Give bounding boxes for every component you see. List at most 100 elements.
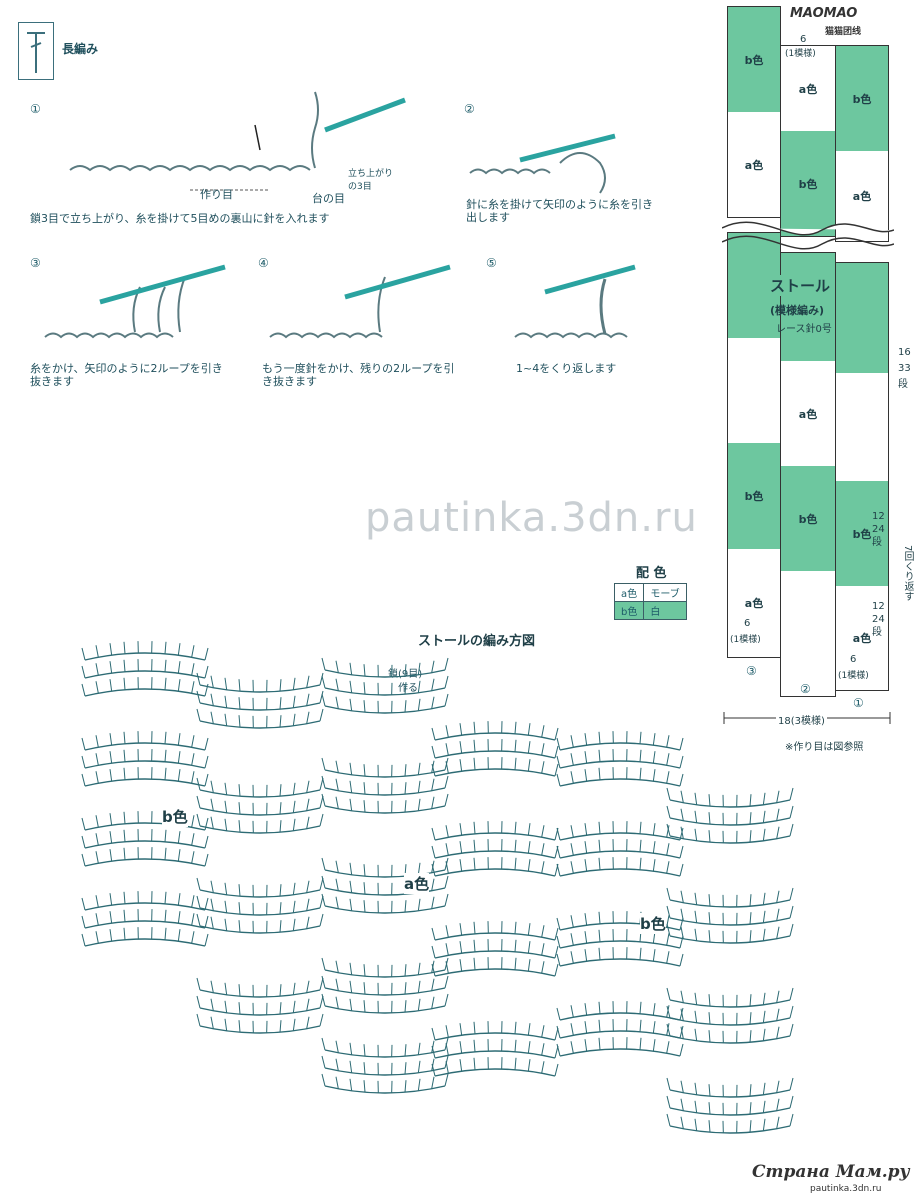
stitch-mark [417, 980, 421, 993]
color-block: a色 [781, 46, 835, 131]
segment-unit: 段 [872, 627, 882, 638]
stitch-mark [473, 857, 476, 870]
color-block: a色 [781, 361, 835, 466]
step5-illustration [514, 264, 636, 339]
stitch-mark [431, 845, 436, 859]
stitch-mark [762, 1118, 766, 1131]
stitch-mark [95, 663, 99, 676]
stitch-mark [694, 792, 698, 805]
stitch-mark [527, 959, 531, 972]
stitch-mark [204, 755, 209, 769]
stitch-mark [680, 826, 684, 839]
stitch-mark [584, 1021, 588, 1034]
stitch-mark [177, 911, 181, 924]
stitch-mark [514, 721, 517, 734]
stitch-mark [109, 831, 113, 844]
stitch-mark [164, 847, 167, 860]
stitch-mark [306, 711, 310, 724]
stitch-mark [109, 661, 113, 674]
fan-arc [559, 922, 681, 931]
stitch-mark [776, 1026, 780, 1039]
stitch-mark [431, 1045, 436, 1059]
stitch-mark [95, 681, 99, 694]
stitch-mark [204, 665, 209, 679]
fan-motif [431, 921, 559, 977]
stitch-mark [123, 909, 126, 922]
stitch-mark [459, 1023, 463, 1036]
stitch-mark [196, 813, 201, 827]
stitch-mark [431, 1076, 435, 1089]
stitch-mark [279, 820, 282, 833]
stitch-mark [224, 982, 228, 995]
stitch-mark [319, 708, 324, 722]
stitch-mark [238, 784, 241, 797]
stitch-mark [321, 975, 326, 989]
stitch-mark [554, 727, 559, 741]
break-wave [722, 221, 894, 250]
stitch-mark [210, 1016, 214, 1029]
fan-arc [669, 935, 791, 944]
stitch-mark [666, 735, 670, 748]
stitch-mark [694, 810, 698, 823]
fan-arc [434, 750, 556, 759]
chain-note: 作る [398, 683, 418, 694]
step2-illustration [469, 133, 616, 194]
stitch-mark [652, 859, 656, 872]
stitch-mark [292, 818, 296, 831]
stitch-mark [445, 1061, 449, 1074]
stitch-mark [749, 1120, 752, 1133]
stitch-mark [164, 641, 167, 654]
stitch-mark [363, 982, 366, 995]
stitch-mark [321, 857, 326, 871]
stitch-mark [292, 1000, 296, 1013]
stitch-mark [639, 767, 642, 780]
side-total-unit: 段 [898, 379, 908, 390]
stitch-mark [363, 882, 366, 895]
stitch-mark [210, 916, 214, 929]
stitch-mark [204, 817, 209, 831]
stitch-mark [679, 1007, 684, 1021]
stitch-mark [459, 959, 463, 972]
stitch-mark [459, 941, 463, 954]
stitch-mark [404, 764, 407, 777]
stitch-symbol-box [18, 22, 54, 80]
stitch-mark [762, 1100, 766, 1113]
stitch-mark [694, 828, 698, 841]
stitch-mark [694, 910, 698, 923]
stitch-mark [417, 1042, 421, 1055]
stitch-mark [749, 812, 752, 825]
stitch-mark [666, 1077, 671, 1091]
stitch-mark [708, 1084, 711, 1097]
stitch-mark [776, 808, 780, 821]
color-legend: a色 モーブ b色 白 [613, 583, 687, 620]
stitch-mark [81, 933, 86, 947]
stitch-mark [177, 679, 181, 692]
stitch-mark [459, 1041, 463, 1054]
stitch-mark [598, 857, 601, 870]
stitch-mark [541, 761, 545, 774]
stitch-mark [762, 910, 766, 923]
stitch-mark [789, 1005, 794, 1019]
stitch-mark [123, 641, 126, 654]
stitch-mark [224, 882, 228, 895]
stitch-mark [431, 963, 436, 977]
color-block: b色 [781, 131, 835, 236]
stitch-mark [556, 935, 561, 949]
stitch-mark [191, 663, 195, 676]
stitch-mark [666, 771, 670, 784]
stitch-mark [444, 993, 449, 1007]
fan-arc [559, 1012, 681, 1021]
stitch-mark [417, 1078, 421, 1091]
fan-arc [669, 835, 791, 844]
fan-motif [81, 641, 209, 697]
color-block: b色 [836, 46, 888, 151]
stitch-mark [541, 1061, 545, 1074]
stitch-mark [349, 962, 353, 975]
stitch-mark [191, 931, 195, 944]
legend-row: a色 モーブ [613, 583, 687, 602]
stitch-mark [666, 905, 671, 919]
stitch-mark [335, 860, 339, 873]
stitch-mark [224, 818, 228, 831]
stitch-mark [789, 787, 794, 801]
stitch-mark [95, 815, 99, 828]
